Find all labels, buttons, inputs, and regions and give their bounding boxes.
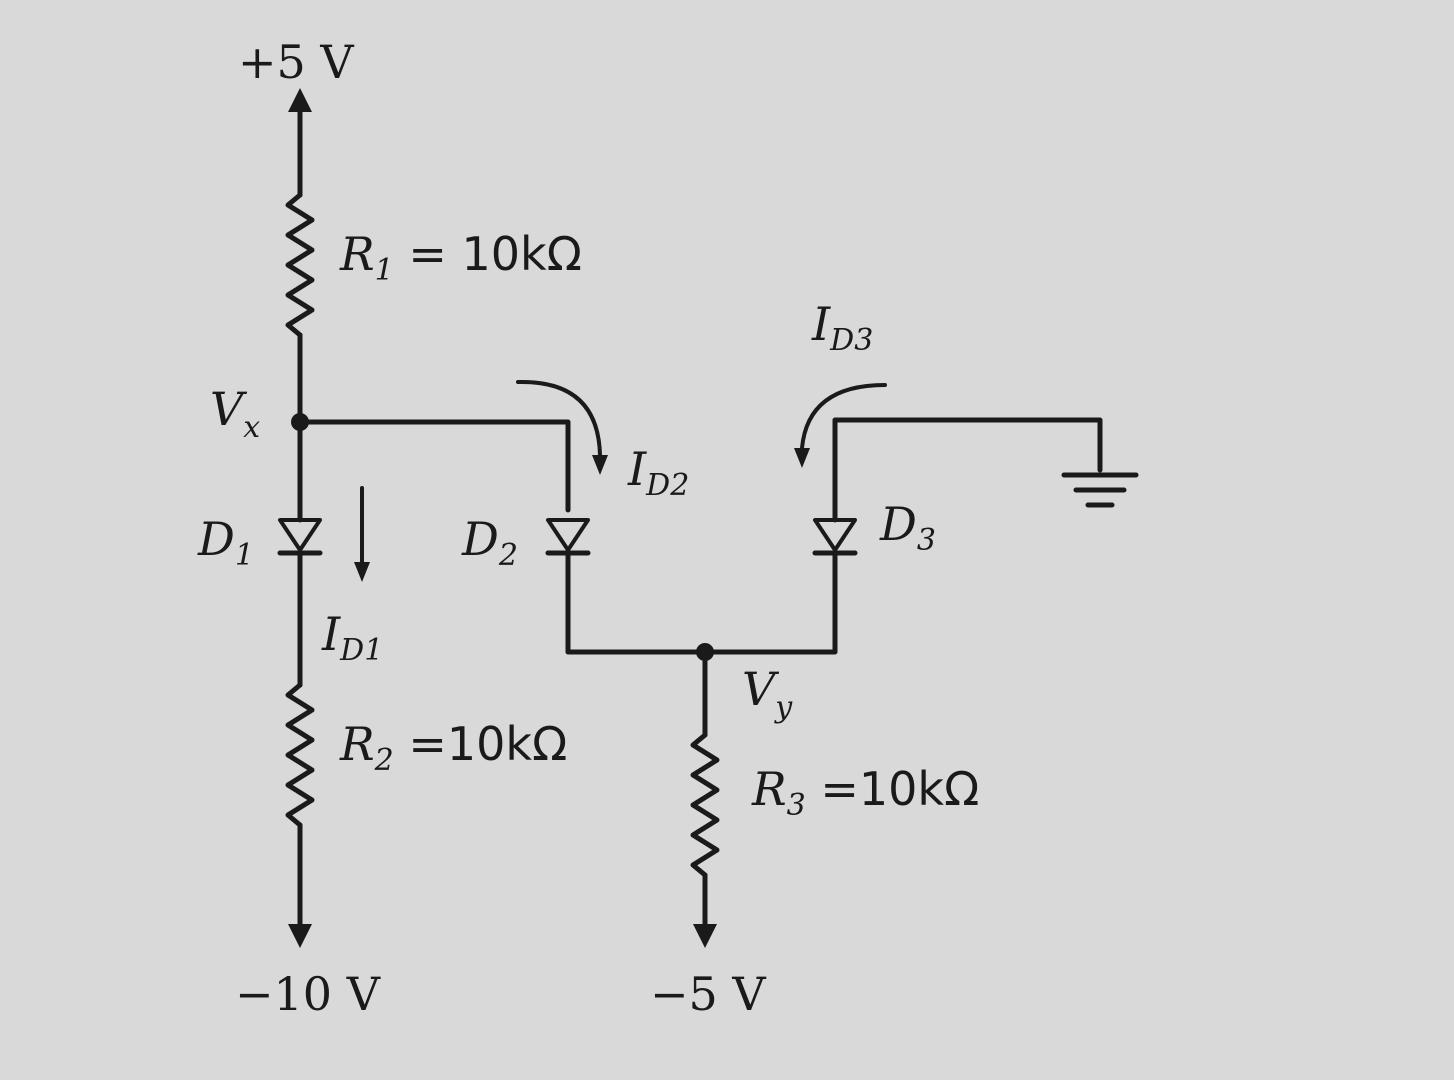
id2-arrow [516, 379, 608, 475]
d3-label: D3 [879, 497, 936, 558]
minus-10v-label: −10 V [235, 967, 381, 1021]
id3-arrow [794, 383, 887, 468]
plus-5v-supply-arrow [288, 88, 312, 198]
minus-5v-label: −5 V [650, 967, 766, 1021]
d1-label: D1 [197, 512, 254, 573]
vx-label: Vx [210, 382, 260, 445]
r1-label: R1 = 10kΩ [339, 227, 582, 288]
id3-label: ID3 [811, 297, 873, 358]
diode-d3 [812, 518, 858, 556]
id2-label: ID2 [627, 442, 689, 503]
plus-5v-label: +5 V [238, 35, 354, 89]
r3-label: R3 =10kΩ [751, 762, 979, 823]
resistor-r1 [285, 192, 315, 338]
diode-d2 [545, 518, 591, 556]
diode-d1 [277, 518, 323, 556]
ground-icon [1061, 472, 1139, 508]
minus-5v-supply-arrow [693, 924, 717, 948]
vy-label: Vy [742, 662, 793, 725]
d2-label: D2 [461, 512, 518, 573]
resistor-r2 [285, 682, 315, 828]
minus-10v-supply-arrow [288, 924, 312, 948]
r2-label: R2 =10kΩ [339, 717, 567, 778]
id1-arrow [354, 486, 370, 582]
id1-label: ID1 [321, 607, 383, 668]
resistor-r3 [690, 732, 720, 878]
